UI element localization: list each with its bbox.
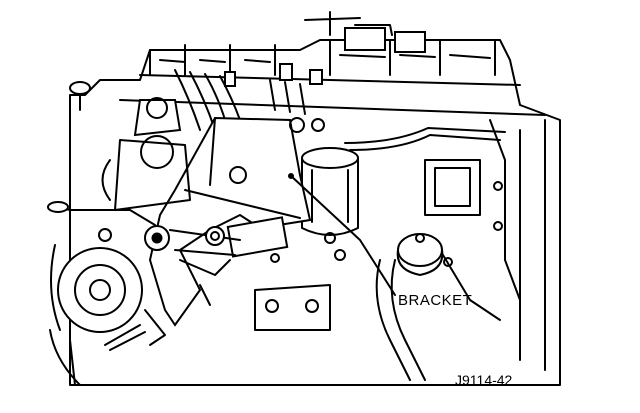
injection-pump	[69, 81, 191, 211]
diaphragm-unit	[396, 233, 444, 276]
figure-id-label: J9114-42	[455, 372, 513, 388]
bracket-leader-arrow	[288, 173, 294, 179]
mounting-bracket	[148, 116, 325, 327]
crank-pulley	[49, 228, 166, 386]
bolts	[270, 232, 453, 267]
fuel-filter	[301, 127, 506, 236]
bracket-callout-label: BRACKET	[398, 292, 473, 309]
bracket-leader-line	[289, 174, 396, 296]
throttle-linkage	[47, 201, 289, 306]
